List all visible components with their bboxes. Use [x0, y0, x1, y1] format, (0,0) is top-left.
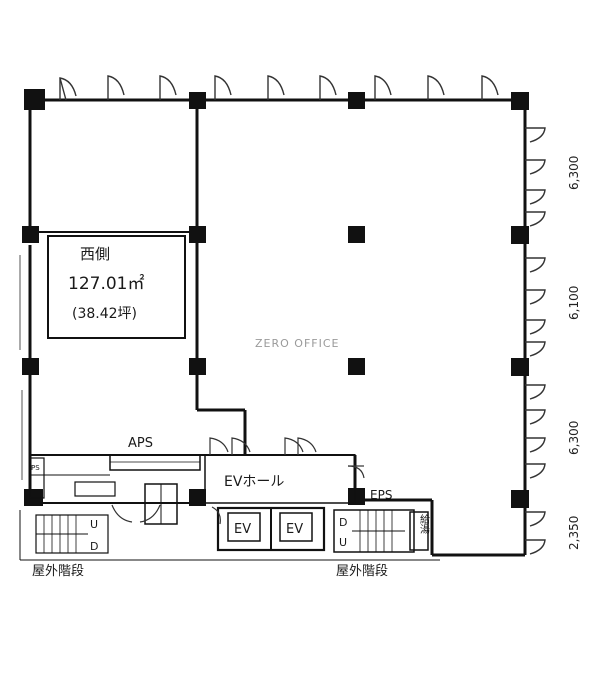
- columns: [22, 89, 529, 508]
- stair-u-left: U: [90, 518, 98, 531]
- outdoor-stair-right-label: 屋外階段: [336, 564, 388, 579]
- aps-label: APS: [128, 436, 153, 451]
- ev1-label: EV: [234, 522, 251, 537]
- room-name: 西側: [80, 245, 110, 263]
- stair-u-right: U: [339, 536, 347, 549]
- top-windows: [59, 75, 499, 101]
- ps-label: PS: [31, 464, 40, 472]
- stair-d-left: D: [90, 540, 98, 553]
- side-room-label: 給湯: [418, 513, 430, 535]
- dimension-2: 6,100: [567, 286, 581, 320]
- west-room-box: 西側 127.01㎡ (38.42坪): [47, 235, 186, 339]
- left-windows: [19, 255, 23, 480]
- ev-hall-label: EVホール: [224, 474, 284, 490]
- room-area: 127.01㎡: [68, 274, 144, 294]
- right-windows: [525, 127, 546, 555]
- core-doors: [111, 437, 365, 525]
- core-area: [19, 454, 440, 561]
- eps-label: EPS: [370, 488, 392, 502]
- outdoor-stair-left-label: 屋外階段: [32, 564, 84, 579]
- dimension-4: 2,350: [567, 516, 581, 550]
- watermark: ZERO OFFICE: [255, 337, 339, 350]
- stair-d-right: D: [339, 516, 347, 529]
- dimension-1: 6,300: [567, 156, 581, 190]
- room-tsubo: (38.42坪): [72, 306, 137, 322]
- dimension-3: 6,300: [567, 421, 581, 455]
- ev2-label: EV: [286, 522, 303, 537]
